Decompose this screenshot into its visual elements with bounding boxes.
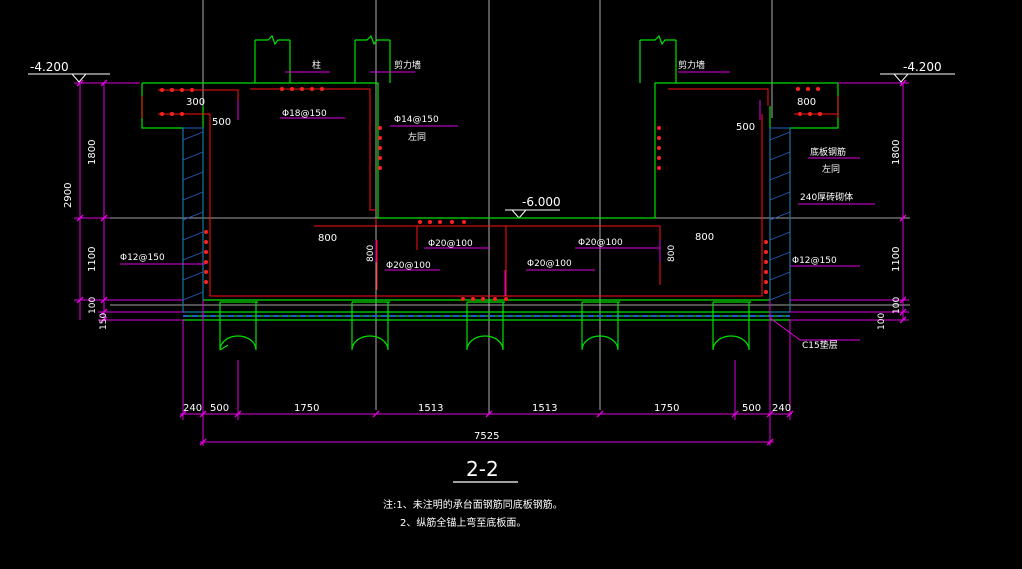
bdim-240-left: 240 (183, 403, 202, 414)
label-rebar-mid1: Φ20@100 (428, 239, 473, 249)
label-rebar-mid2: Φ20@100 (386, 261, 431, 271)
label-shear-wall-right: 剪力墙 (678, 59, 705, 71)
vdim-left-100: 100 (88, 297, 98, 314)
label-bottom-rebar: 底板钢筋 (810, 146, 846, 158)
section-title: 2-2 (453, 457, 518, 483)
total-dim: 7525 (474, 431, 499, 442)
vdim-left-1800: 1800 (87, 140, 98, 165)
label-800v-right: 800 (667, 245, 677, 262)
vertical-dims-right: 1800 1100 100 100 (877, 140, 902, 330)
label-300: 300 (186, 97, 205, 108)
label-same-left: 左同 (408, 131, 426, 143)
label-800-right-top: 800 (797, 97, 816, 108)
section-title-text: 2-2 (466, 457, 499, 481)
piles (219, 301, 751, 351)
dimension-lines (74, 82, 909, 446)
label-800-left: 800 (318, 233, 337, 244)
level-mid-text: -6.000 (522, 195, 561, 209)
left-labels: 300 500 Φ18@150 柱 剪力墙 Φ14@150 左同 Φ12@150… (120, 59, 572, 271)
bdim-500-left: 500 (210, 403, 229, 414)
right-labels: 剪力墙 800 500 底板钢筋 左同 240厚砖砌体 Φ20@100 800 … (578, 59, 853, 351)
brick-walls (182, 127, 791, 317)
label-rebar-bot: Φ20@100 (527, 259, 572, 269)
vertical-dims-left: 1800 2900 1100 100 150 (63, 140, 109, 330)
label-column: 柱 (312, 59, 321, 71)
level-right-text: -4.200 (903, 60, 942, 74)
vdim-right-1800: 1800 (891, 140, 902, 165)
vdim-right-100a: 100 (892, 297, 902, 314)
label-rebar-side-right: Φ12@150 (792, 256, 837, 266)
label-800-right: 800 (695, 232, 714, 243)
bdim-1513-left: 1513 (418, 403, 443, 414)
vdim-right-100b: 100 (877, 313, 887, 330)
bdim-1750-right: 1750 (654, 403, 679, 414)
label-brick-wall: 240厚砖砌体 (800, 191, 853, 203)
concrete-outline (141, 34, 839, 321)
vdim-right-1100: 1100 (891, 247, 902, 272)
note-line-2: 2、纵筋全锚上弯至底板面。 (400, 516, 526, 529)
notes: 注:1、未注明的承台面钢筋同底板钢筋。 2、纵筋全锚上弯至底板面。 (383, 498, 563, 529)
dimension-ticks (76, 79, 907, 446)
label-rebar-mid-right: Φ20@100 (578, 238, 623, 248)
vdim-left-2900: 2900 (63, 183, 74, 208)
label-800v-left: 800 (366, 245, 376, 262)
level-markers: -4.200 -4.200 -6.000 (28, 60, 955, 219)
label-c15: C15垫层 (802, 339, 838, 351)
note-line-1: 注:1、未注明的承台面钢筋同底板钢筋。 (383, 498, 563, 511)
bdim-1750-left: 1750 (294, 403, 319, 414)
vdim-left-150: 150 (99, 313, 109, 330)
label-same-right: 左同 (822, 163, 840, 175)
label-rebar-wall: Φ14@150 (394, 115, 439, 125)
label-500-left: 500 (212, 117, 231, 128)
label-rebar-top: Φ18@150 (282, 109, 327, 119)
label-500-right: 500 (736, 122, 755, 133)
level-left-text: -4.200 (30, 60, 69, 74)
label-shear-wall-left: 剪力墙 (394, 59, 421, 71)
bottom-dims: 240 500 1750 1513 1513 1750 500 240 7525 (183, 403, 791, 442)
rebar-dots (160, 87, 822, 301)
bdim-240-right: 240 (772, 403, 791, 414)
leader-lines (120, 71, 875, 341)
rebar-lines (141, 88, 839, 297)
label-rebar-side-left: Φ12@150 (120, 253, 165, 263)
bdim-1513-right: 1513 (532, 403, 557, 414)
bdim-500-right: 500 (742, 403, 761, 414)
vdim-left-1100: 1100 (87, 247, 98, 272)
